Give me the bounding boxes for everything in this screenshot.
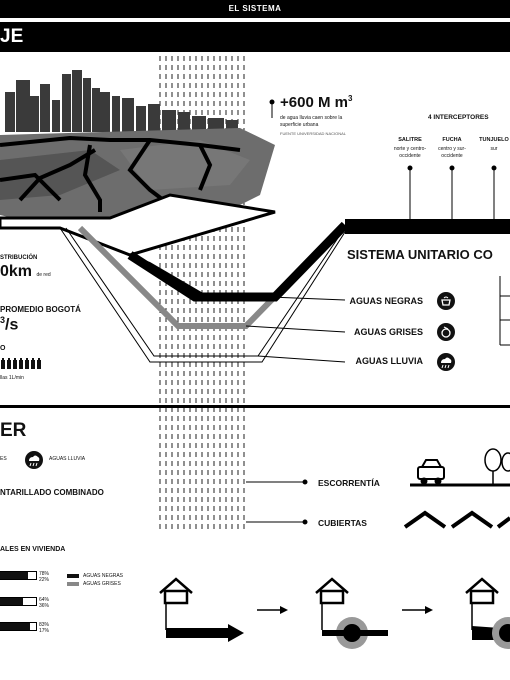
household-bar-2: 64% 36% xyxy=(0,597,49,609)
interceptor-tunjuelo: TUNJUELO sur xyxy=(478,137,510,153)
rain-pointer xyxy=(269,99,275,118)
average-sup: 3 xyxy=(0,315,6,325)
household-title: ALES EN VIVIENDA xyxy=(0,546,66,553)
runoff-label: ESCORRENTÍA xyxy=(318,478,380,488)
black-water-icon xyxy=(437,292,455,310)
interceptor-fucha: FUCHA centro y sur-occidente xyxy=(430,137,474,159)
bar-fill xyxy=(0,598,24,605)
household-bar-3: 83% 17% xyxy=(0,622,49,634)
household-bar-1: 78% 22% xyxy=(0,571,49,583)
unitary-title: SISTEMA UNITARIO CO xyxy=(347,247,493,262)
sewer-diagram xyxy=(0,56,510,649)
rain-cloud-icon xyxy=(437,353,455,371)
system-header-bar: EL SISTEMA xyxy=(0,0,510,18)
distribution-stat: 0km de red xyxy=(0,263,51,281)
bar-top-value: 64% xyxy=(39,597,50,603)
bar-top-value: 78% xyxy=(39,571,50,577)
roofs-icon xyxy=(403,510,510,529)
interceptors-title: 4 INTERCEPTORES xyxy=(428,114,489,121)
tree-icon xyxy=(484,448,510,485)
rain-stat-value: +600 M m xyxy=(280,94,348,111)
unitary-label-rain: AGUAS LLUVIA xyxy=(355,356,424,366)
rain-stat: +600 M m3 de agua lluvia caen sobre la s… xyxy=(280,90,380,136)
rain-legend-icon xyxy=(25,451,43,469)
bar-fill xyxy=(0,623,30,630)
bottle-icons xyxy=(1,358,41,369)
interceptor-name: FUCHA xyxy=(442,137,462,143)
interceptor-desc: sur xyxy=(490,146,498,152)
system-header-label: EL SISTEMA xyxy=(228,4,282,13)
interceptor-salitre: SALITRE norte y centro-occidente xyxy=(385,137,435,159)
average-stat: 3/s xyxy=(0,315,18,334)
legend-left-label: ES xyxy=(0,456,7,462)
rain-stat-description: de agua lluvia caen sobre la superficie … xyxy=(280,115,343,128)
distribution-unit: de red xyxy=(36,272,51,278)
unitary-label-grey: AGUAS GRISES xyxy=(353,327,423,337)
rain-stat-source: FUENTE UNIVERSIDAD NACIONAL xyxy=(280,131,347,136)
average-label: PROMEDIO BOGOTÁ xyxy=(0,305,81,314)
interceptor-name: TUNJUELO xyxy=(479,137,509,143)
bar-fill xyxy=(0,572,29,579)
legend-swatch-black xyxy=(67,574,79,579)
legend-label-black: AGUAS NEGRAS xyxy=(83,573,124,579)
interceptor-name: SALITRE xyxy=(398,137,422,143)
unitary-band xyxy=(345,219,510,234)
bar-bottom-value: 36% xyxy=(39,603,50,609)
rain-stat-sup: 3 xyxy=(347,94,353,103)
bottles-label: O xyxy=(0,345,6,352)
bar-top-value: 83% xyxy=(39,622,50,628)
pipe-section xyxy=(59,221,349,363)
roofs-label: CUBIERTAS xyxy=(318,518,367,528)
unitary-label-black: AGUAS NEGRAS xyxy=(349,296,423,306)
legend-rain-label: AGUAS LLUVIA xyxy=(49,456,86,462)
bottles-caption: llas 1L/min xyxy=(0,375,24,381)
section-divider xyxy=(0,405,510,408)
section-title: JE xyxy=(0,26,24,47)
distribution-label: STRIBUCIÓN xyxy=(0,255,38,261)
section-title-band: JE xyxy=(0,22,510,52)
city-skyline xyxy=(5,70,238,132)
household-legend: AGUAS NEGRAS AGUAS GRISES xyxy=(67,573,123,587)
household-diagram xyxy=(159,577,510,649)
ground-slab xyxy=(0,193,276,257)
average-unit: /s xyxy=(5,316,19,334)
lower-title: ER xyxy=(0,420,27,441)
interceptor-desc: norte y centro-occidente xyxy=(393,146,427,159)
combined-sewer-label: NTARILLADO COMBINADO xyxy=(0,488,104,497)
car-icon xyxy=(417,459,445,485)
distribution-value: 0km xyxy=(0,263,33,280)
bar-bottom-value: 17% xyxy=(39,628,50,634)
bar-bottom-value: 22% xyxy=(39,577,50,583)
interceptor-desc: centro y sur-occidente xyxy=(438,146,466,159)
legend-swatch-grey xyxy=(67,581,79,586)
grey-water-icon xyxy=(437,323,455,341)
legend-label-grey: AGUAS GRISES xyxy=(83,580,121,587)
interceptor-pins xyxy=(407,165,497,219)
